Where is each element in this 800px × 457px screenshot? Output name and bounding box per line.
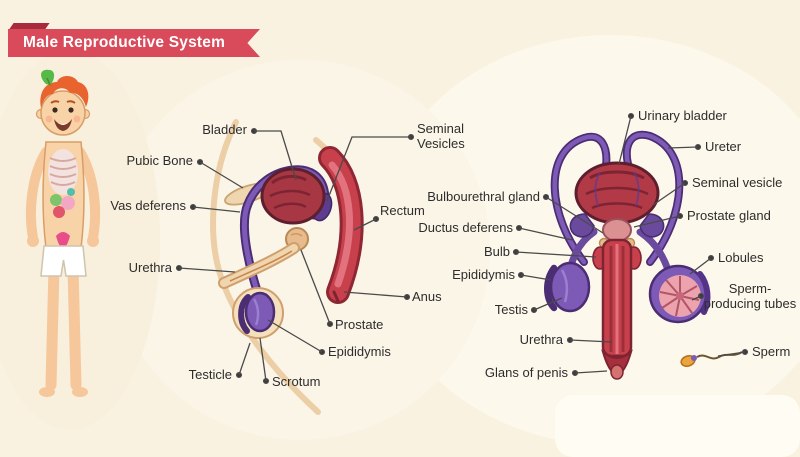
- leader-front-epididymis: [517, 271, 552, 281]
- background-decor: [0, 35, 800, 457]
- label-front-sperm-producing-tubes: Sperm-producing tubes: [703, 281, 797, 311]
- leader-front-prostate-gland: [633, 212, 684, 228]
- label-side-scrotum: Scrotum: [272, 374, 321, 389]
- label-front-ureter: Ureter: [705, 139, 742, 154]
- side-view-illustration: [210, 119, 364, 415]
- label-front-bulb: Bulb: [483, 244, 510, 259]
- leader-side-rectum: [353, 215, 380, 231]
- leader-side-vas-deferens: [189, 203, 241, 213]
- leader-side-bladder: [250, 127, 297, 181]
- page-title: Male Reproductive System: [23, 34, 226, 51]
- label-side-urethra: Urethra: [128, 260, 172, 275]
- leader-side-testicle: [235, 342, 251, 379]
- title-banner: Male Reproductive System: [8, 29, 260, 57]
- leader-front-sperm-producing-tubes: [691, 292, 705, 301]
- leader-front-seminal-vesicle: [652, 179, 689, 206]
- leader-side-anus: [343, 291, 411, 301]
- boy-illustration: [25, 69, 101, 397]
- label-front-lobules: Lobules: [718, 250, 764, 265]
- leader-side-scrotum: [259, 337, 270, 385]
- label-side-rectum: Rectum: [380, 203, 425, 218]
- label-side-seminal-vesicles: Seminal Vesicles: [417, 121, 465, 151]
- label-side-vas-deferens: Vas deferens: [110, 198, 186, 213]
- label-front-sperm: Sperm: [752, 344, 791, 359]
- leader-lines: [175, 112, 749, 385]
- label-front-testis: Testis: [494, 302, 528, 317]
- label-front-prostate-gland: Prostate gland: [687, 208, 771, 223]
- leader-front-urethra: [566, 336, 613, 344]
- label-side-pubic-bone: Pubic Bone: [126, 153, 194, 168]
- leader-side-pubic-bone: [196, 158, 244, 189]
- leader-front-bulbourethral-gland: [542, 193, 604, 234]
- label-side-prostate: Prostate: [335, 317, 384, 332]
- leader-front-lobules: [689, 254, 715, 275]
- leader-side-seminal-vesicles: [326, 133, 415, 202]
- label-front-urethra: Urethra: [519, 332, 563, 347]
- label-front-urinary-bladder: Urinary bladder: [638, 108, 727, 123]
- leader-front-ductus-deferens: [515, 224, 573, 241]
- label-front-glans-of-penis: Glans of penis: [484, 365, 568, 380]
- label-front-ductus-deferens: Ductus deferens: [418, 220, 513, 235]
- leader-front-urinary-bladder: [618, 112, 635, 165]
- label-front-bulbourethral-gland: Bulbourethral gland: [427, 189, 540, 204]
- leader-front-ureter: [667, 143, 702, 151]
- label-side-anus: Anus: [412, 289, 442, 304]
- leader-front-testis: [530, 297, 563, 314]
- leader-side-epididymis: [267, 319, 326, 356]
- leader-front-sperm: [717, 348, 749, 357]
- label-side-bladder: Bladder: [202, 122, 247, 137]
- label-front-epididymis: Epididymis: [452, 267, 515, 282]
- label-front-seminal-vesicle: Seminal vesicle: [692, 175, 783, 190]
- label-side-testicle: Testicle: [188, 367, 232, 382]
- leader-front-glans-of-penis: [571, 369, 608, 377]
- leader-side-prostate: [300, 249, 334, 328]
- leader-side-urethra: [175, 264, 236, 273]
- leader-front-bulb: [512, 248, 597, 258]
- label-side-epididymis: Epididymis: [328, 344, 391, 359]
